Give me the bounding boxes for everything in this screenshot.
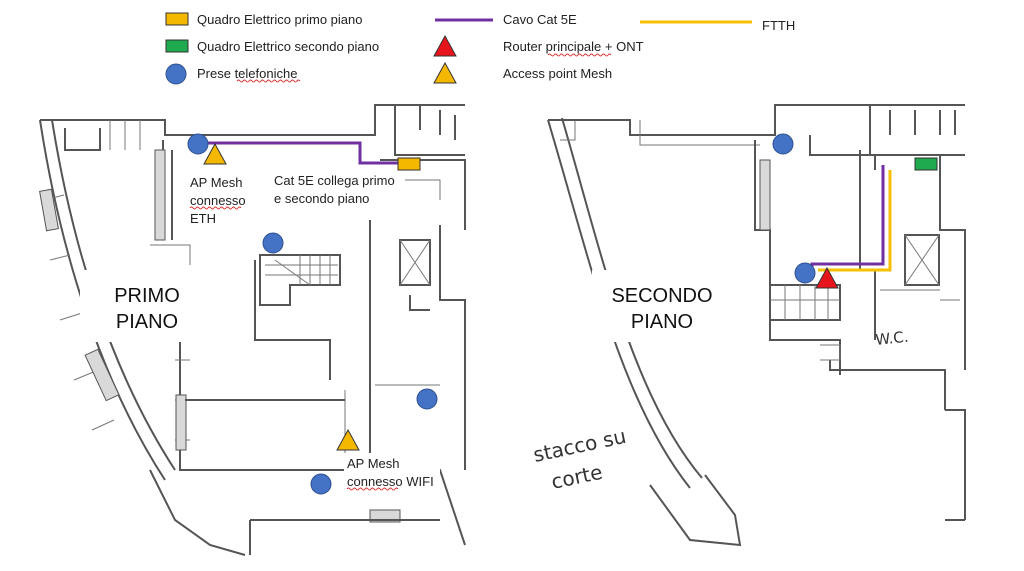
cat5e-note-box — [270, 171, 405, 207]
phone-socket-floor2-a — [772, 133, 794, 155]
legend-ap-triangle — [433, 61, 457, 84]
court-label-line1: stacco su — [531, 424, 628, 467]
ftth-line-floor2 — [818, 170, 892, 272]
ap-mesh-eth — [203, 142, 227, 165]
ap-eth-note-box — [186, 171, 246, 233]
legend-cat5e-label: Cavo Cat 5E — [503, 12, 577, 27]
wc-label: W.C. — [875, 328, 910, 349]
floor1-title-line1: PRIMO — [114, 285, 180, 307]
floor1-plan — [39, 104, 466, 556]
cat5e-note-line2: e secondo piano — [274, 191, 369, 206]
legend: Quadro Elettrico primo piano Quadro Elet… — [165, 12, 795, 85]
legend-panel2-swatch — [165, 39, 189, 53]
ap-eth-note-line2: connesso — [190, 193, 246, 208]
router-ont — [815, 266, 839, 289]
floor1-title-box — [80, 270, 215, 342]
ap-wifi-note-line2: connesso WIFI — [347, 474, 434, 489]
ap-eth-note-line1: AP Mesh — [190, 175, 243, 190]
phone-socket-floor1-c — [416, 388, 438, 410]
ap-wifi-note-line1: AP Mesh — [347, 456, 400, 471]
legend-router-triangle — [433, 34, 457, 57]
legend-panel1-swatch — [165, 12, 189, 26]
floor2-title-line2: PIANO — [631, 311, 693, 333]
legend-phone-label: Prese telefoniche — [197, 66, 297, 81]
legend-panel1-label: Quadro Elettrico primo piano — [197, 12, 362, 27]
floor2-title-box — [592, 270, 727, 342]
floor2-network — [772, 133, 938, 289]
legend-phone-circle — [165, 63, 187, 85]
ap-wifi-note-box — [344, 453, 440, 491]
ap-eth-note-line3: ETH — [190, 211, 216, 226]
cat5e-note-line1: Cat 5E collega primo — [274, 173, 395, 188]
legend-router-label: Router principale + ONT — [503, 39, 644, 54]
floor2-title-line1: SECONDO — [611, 285, 712, 307]
legend-panel2-label: Quadro Elettrico secondo piano — [197, 39, 379, 54]
floor1-title-line2: PIANO — [116, 311, 178, 333]
cat5e-cable-floor1 — [202, 141, 405, 165]
phone-socket-floor1-b — [262, 232, 284, 254]
phone-socket-floor1-a — [187, 133, 209, 155]
phone-socket-floor2-b — [794, 262, 816, 284]
electrical-panel-floor2 — [914, 157, 938, 171]
floor1-network — [187, 133, 438, 495]
legend-ap-label: Access point Mesh — [503, 66, 612, 81]
cat5e-cable-floor2 — [810, 165, 885, 276]
court-label-line2: corte — [549, 460, 604, 494]
electrical-panel-floor1 — [397, 157, 421, 171]
legend-ftth-label: FTTH — [762, 18, 795, 33]
phone-socket-floor1-d — [310, 473, 332, 495]
ap-mesh-wifi — [336, 428, 360, 451]
